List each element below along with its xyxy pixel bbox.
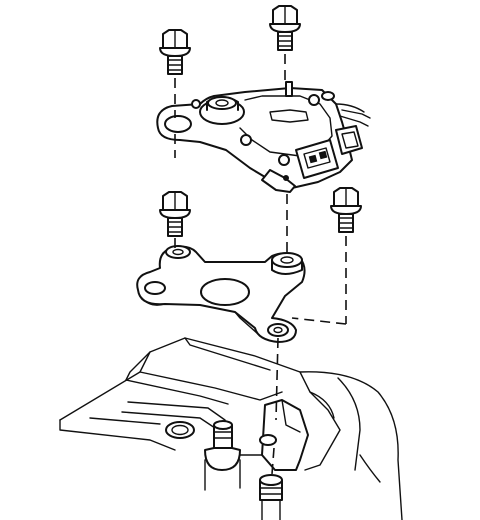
bolt-top-center	[269, 5, 301, 51]
alignment-lines	[174, 54, 347, 475]
mounting-stud-front	[204, 420, 241, 491]
mounting-stud-rear	[259, 434, 283, 520]
bolt-top-left	[159, 29, 191, 75]
mounting-bracket	[136, 245, 306, 343]
bolt-middle-left	[159, 191, 191, 237]
switch-assembly	[156, 81, 371, 193]
transmission-case	[59, 337, 403, 520]
bolt-middle-right	[330, 187, 362, 233]
